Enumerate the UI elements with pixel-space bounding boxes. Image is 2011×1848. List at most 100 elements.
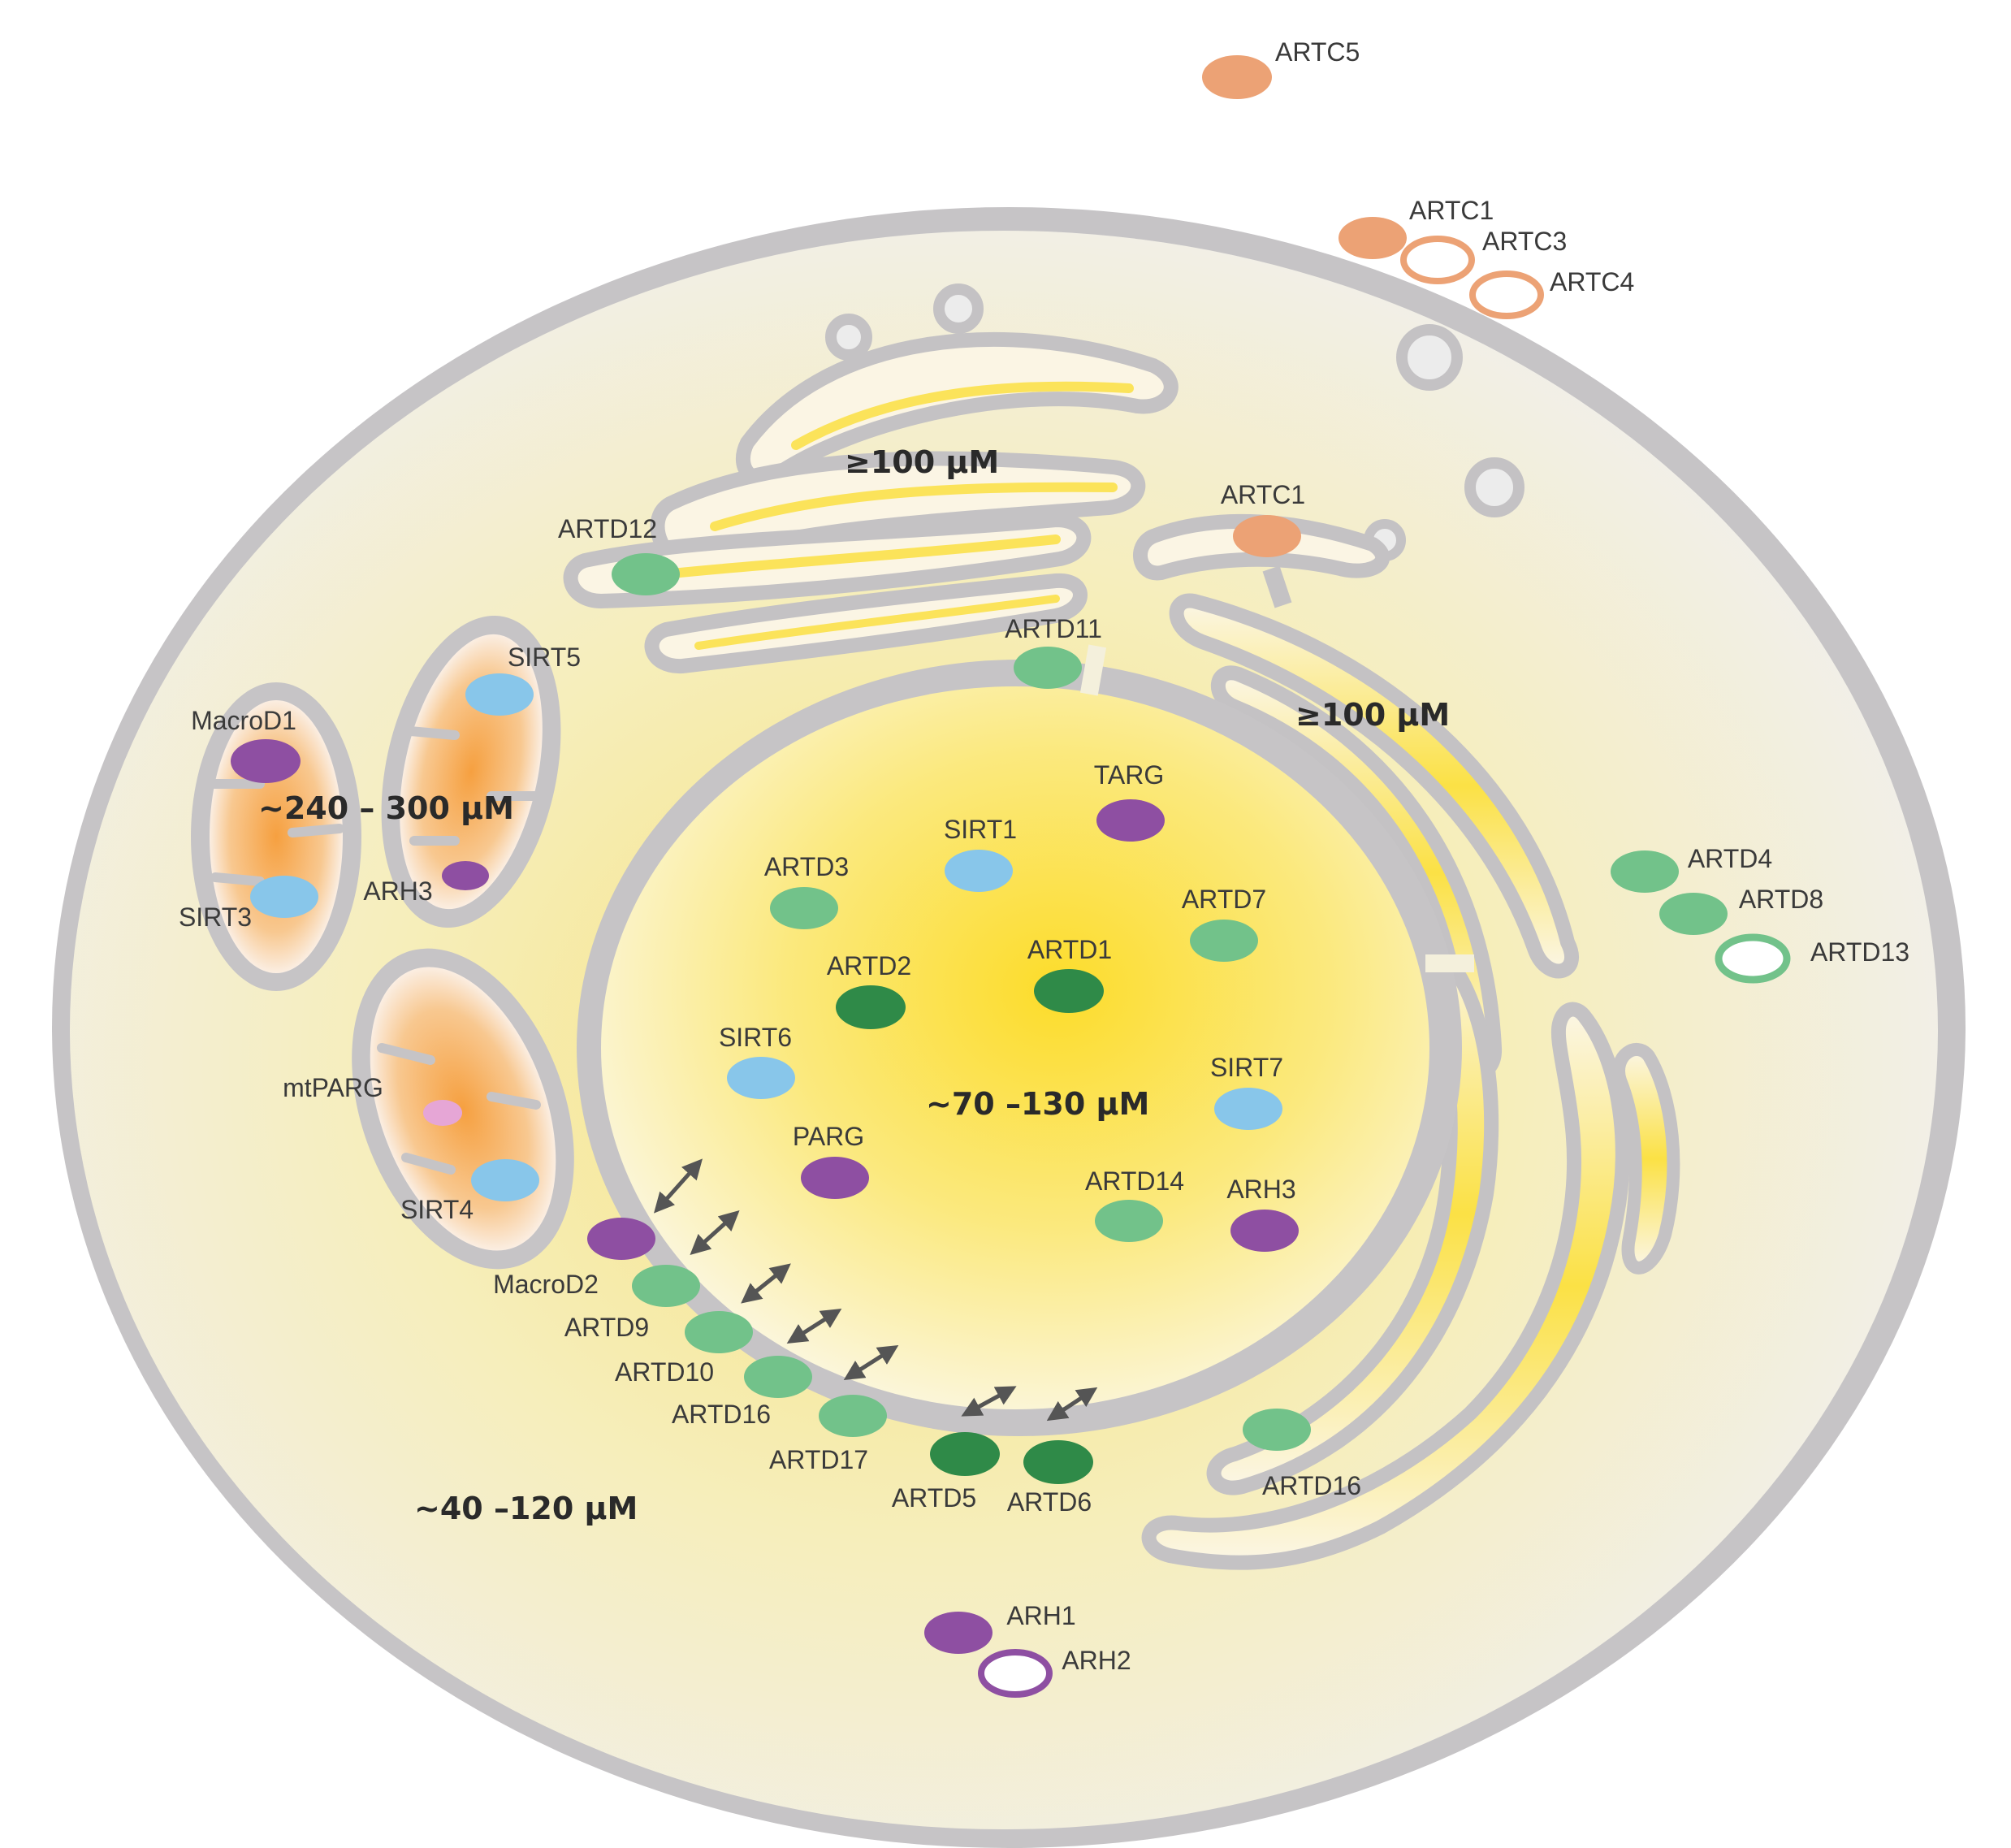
enzyme-artd7: ARTD7 [1182, 885, 1266, 962]
enzyme-artd16-er: ARTD16 [1243, 1409, 1361, 1500]
enzyme-label: TARG [1094, 760, 1165, 790]
enzyme-label: ARTD16 [672, 1400, 771, 1429]
enzyme-label: ARTC1 [1409, 196, 1494, 225]
enzyme-artd17: ARTD17 [769, 1395, 887, 1474]
enzyme-label: ARTD14 [1085, 1166, 1184, 1196]
enzyme-label: ARTD4 [1688, 844, 1772, 873]
mtparg-icon [423, 1100, 462, 1126]
er-concentration: ≥100 µM [1295, 697, 1450, 733]
artd-light-icon [685, 1311, 753, 1353]
enzyme-label: MacroD1 [191, 706, 296, 735]
golgi-vesicle [933, 283, 984, 334]
artd-dark-icon [930, 1432, 1000, 1476]
enzyme-artd2: ARTD2 [827, 951, 911, 1029]
enzyme-macrod1: MacroD1 [191, 706, 301, 783]
enzyme-label: SIRT7 [1210, 1053, 1283, 1082]
artd-light-icon [819, 1395, 887, 1437]
sirt-icon [945, 850, 1013, 892]
enzyme-label: mtPARG [283, 1073, 383, 1102]
hydrolase-outline-icon [978, 1649, 1053, 1698]
golgi-lumen [791, 381, 1134, 450]
enzyme-arh3-mito: ARH3 [363, 861, 489, 906]
nucleus-concentration: ~70 –130 µM [926, 1086, 1149, 1122]
enzyme-label: ARTD1 [1027, 935, 1112, 964]
mito-crista [210, 872, 265, 886]
enzyme-artd4: ARTD4 [1611, 844, 1772, 893]
artd-outline-icon [1715, 933, 1791, 984]
enzyme-artd8: ARTD8 [1659, 885, 1823, 935]
artc-filled-icon [1339, 217, 1407, 259]
enzyme-label: ARTD10 [615, 1357, 714, 1387]
artd-light-icon [744, 1356, 812, 1398]
enzyme-sirt4: SIRT4 [400, 1159, 539, 1224]
enzyme-label: ARTD16 [1262, 1471, 1361, 1500]
enzyme-label: ARTD6 [1007, 1487, 1092, 1517]
enzyme-artd6: ARTD6 [1007, 1440, 1093, 1517]
shuttle-arrow [843, 1344, 899, 1381]
artd-light-icon [770, 887, 838, 929]
enzyme-label: PARG [793, 1122, 864, 1151]
golgi-lumen [710, 482, 1118, 531]
artd-light-icon [1611, 850, 1679, 893]
artd-dark-icon [1023, 1440, 1093, 1484]
shuttle-arrow [961, 1386, 1017, 1417]
artc-outline-icon [1469, 270, 1544, 319]
mito-crista [401, 1153, 456, 1175]
enzyme-label: ARH2 [1062, 1646, 1131, 1675]
artd-light-icon [1190, 920, 1258, 962]
artc-outline-icon [1400, 236, 1475, 284]
artd-light-icon [1095, 1200, 1163, 1242]
mitochondria-concentration: ~240 – 300 µM [258, 790, 514, 826]
enzyme-label: ARH3 [363, 876, 432, 906]
enzyme-sirt1: SIRT1 [944, 815, 1017, 892]
enzyme-artc1-er: ARTC1 [1221, 480, 1305, 557]
enzyme-artd9: ARTD9 [564, 1265, 700, 1342]
mito-crista [377, 1043, 435, 1065]
enzyme-artd5: ARTD5 [892, 1432, 1000, 1513]
enzyme-artd13: ARTD13 [1715, 933, 1909, 984]
enzyme-artd11: ARTD11 [1005, 614, 1102, 689]
enzyme-label: ARTD9 [564, 1313, 649, 1342]
golgi-vesicle [1464, 457, 1524, 517]
artd-light-icon [1014, 647, 1082, 689]
er-connector [1262, 565, 1292, 608]
golgi-concentration: ≥100 µM [845, 444, 999, 480]
enzyme-label: ARTD11 [1005, 614, 1102, 643]
shuttle-arrow [654, 1158, 703, 1214]
enzyme-label: ARTD13 [1810, 937, 1909, 967]
hydrolase-icon [587, 1218, 655, 1260]
nucleoplasm [601, 686, 1429, 1409]
enzyme-label: ARTC3 [1482, 227, 1567, 256]
enzyme-sirt5: SIRT5 [465, 643, 581, 716]
enzyme-mtparg: mtPARG [283, 1073, 462, 1126]
sirt-icon [1214, 1088, 1282, 1130]
enzyme-artc4: ARTC4 [1469, 267, 1634, 319]
enzyme-artd3: ARTD3 [764, 852, 849, 929]
sirt-icon [727, 1057, 795, 1099]
enzyme-label: SIRT3 [179, 902, 252, 932]
mito-crista [288, 824, 344, 837]
enzyme-label: ARTC5 [1275, 37, 1360, 67]
enzyme-layer: ARTC5ARTC1ARTC3ARTC4ARTC1ARTD12ARTD11SIR… [179, 37, 1909, 1698]
cytoplasm-concentration: ~40 –120 µM [414, 1491, 638, 1526]
enzyme-label: ARTD8 [1739, 885, 1823, 914]
hydrolase-icon [1230, 1210, 1299, 1252]
enzyme-artc5: ARTC5 [1202, 37, 1360, 99]
er-sheet [1612, 1043, 1680, 1275]
hydrolase-icon [442, 861, 489, 890]
enzyme-label: ARH1 [1006, 1601, 1075, 1630]
sirt-icon [465, 673, 534, 716]
enzyme-sirt3: SIRT3 [179, 876, 318, 932]
artd-light-icon [612, 553, 680, 595]
enzyme-label: MacroD2 [493, 1270, 599, 1299]
enzyme-label: SIRT5 [508, 643, 581, 672]
artc-filled-icon [1202, 55, 1272, 99]
shuttle-arrow [690, 1210, 740, 1256]
enzyme-arh2: ARH2 [978, 1646, 1131, 1698]
golgi-lumen [694, 595, 1060, 650]
mito-crista [487, 1092, 541, 1110]
nuclear-pore [1079, 644, 1107, 696]
enzyme-artd14: ARTD14 [1085, 1166, 1184, 1242]
hydrolase-icon [801, 1157, 869, 1199]
artd-light-icon [1243, 1409, 1311, 1451]
